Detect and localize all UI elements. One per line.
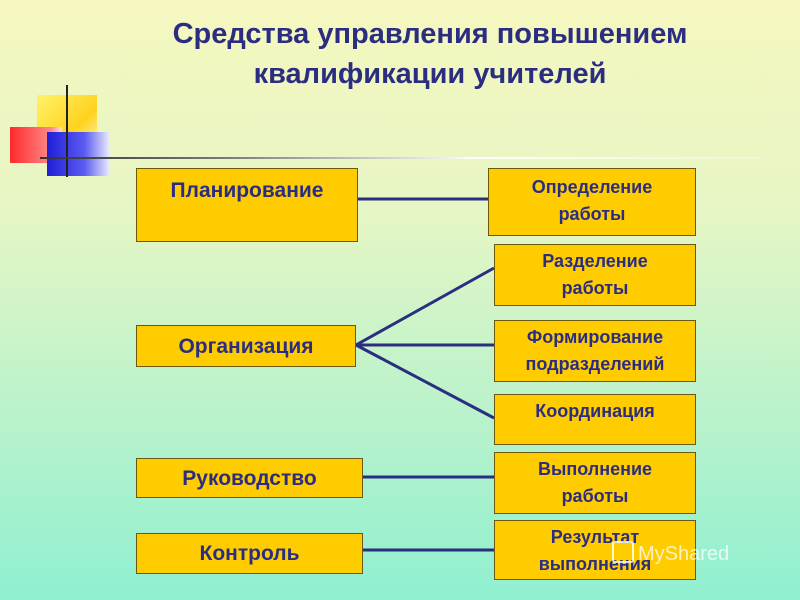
function-box-organization: Организация xyxy=(136,325,356,367)
result-box-coordination: Координация xyxy=(494,394,696,445)
result-line-2: работы xyxy=(561,278,629,298)
function-box-leadership: Руководство xyxy=(136,458,363,498)
connector-organization-coordination xyxy=(355,343,495,420)
result-line-1: Разделение xyxy=(542,251,648,271)
function-label: Руководство xyxy=(182,467,317,490)
function-label: Организация xyxy=(178,335,314,358)
result-line-1: Определение xyxy=(531,177,653,197)
result-line-2: подразделений xyxy=(525,354,665,374)
result-box-result: Результат выполнения xyxy=(494,520,696,580)
decor-horizontal-line xyxy=(40,157,760,159)
function-box-control: Контроль xyxy=(136,533,363,574)
watermark-text: MyShared xyxy=(638,543,730,565)
result-box-execution: Выполнение работы xyxy=(494,452,696,514)
result-box-units: Формирование подразделений xyxy=(494,320,696,382)
result-line-2: выполнения xyxy=(538,554,652,574)
result-line-1: Координация xyxy=(535,401,655,421)
result-line-1: Формирование xyxy=(526,327,664,347)
result-line-2: работы xyxy=(561,486,629,506)
page-title: Средства управления повышением квалифика… xyxy=(80,14,780,94)
title-line-2: квалификации учителей xyxy=(253,58,607,90)
function-box-planning: Планирование xyxy=(136,168,358,242)
watermark: MyShared xyxy=(612,541,729,566)
result-line-1: Выполнение xyxy=(537,459,653,479)
title-line-1: Средства управления повышением xyxy=(172,18,688,50)
decor-vertical-line xyxy=(66,85,68,177)
result-line-2: работы xyxy=(558,204,626,224)
myshared-logo-icon xyxy=(612,541,634,563)
result-box-definition: Определение работы xyxy=(488,168,696,236)
function-label: Планирование xyxy=(170,179,324,202)
result-box-division: Разделение работы xyxy=(494,244,696,306)
connector-organization-division xyxy=(355,266,495,347)
decor-blue-square xyxy=(47,132,109,176)
function-label: Контроль xyxy=(199,542,300,565)
